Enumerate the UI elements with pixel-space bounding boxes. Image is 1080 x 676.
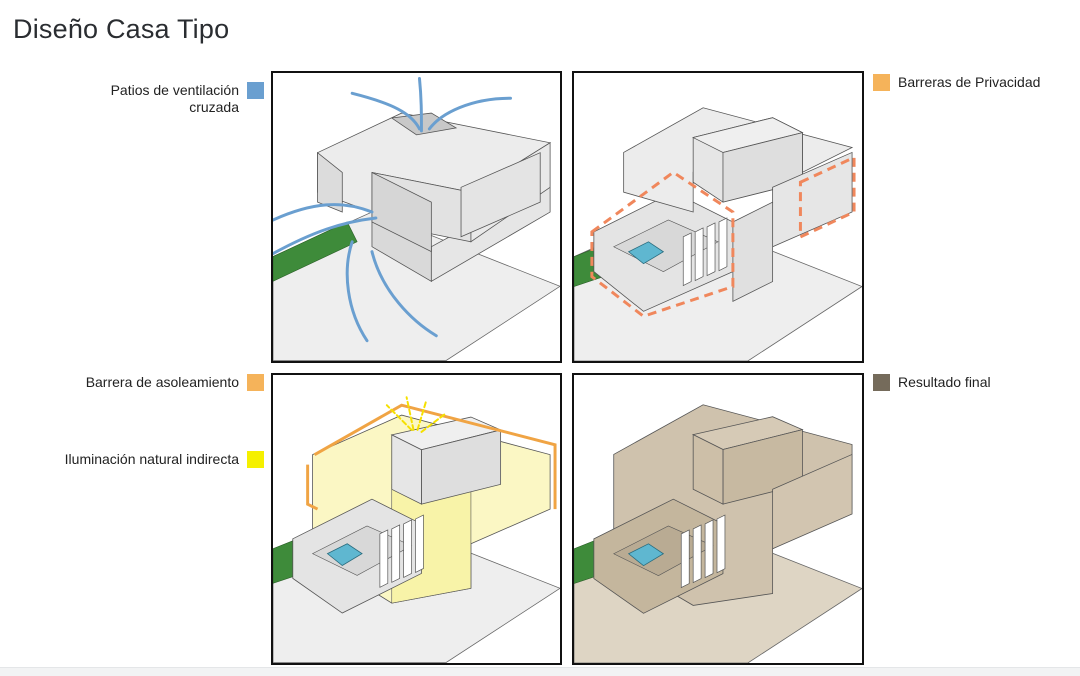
legend-ventilation-swatch: [247, 82, 264, 99]
legend-indirect-light: Iluminación natural indirecta: [30, 451, 264, 468]
legend-final: Resultado final: [873, 374, 991, 391]
legend-privacy-label: Barreras de Privacidad: [898, 74, 1041, 90]
house-model-sun-light: [273, 396, 560, 663]
legend-sun-barrier: Barrera de asoleamiento: [40, 374, 264, 391]
legend-indirect-light-swatch: [247, 451, 264, 468]
legend-indirect-light-label: Iluminación natural indirecta: [64, 451, 239, 467]
diagram-sun-light: [271, 373, 562, 665]
house-model-privacy: [574, 107, 862, 361]
legend-privacy: Barreras de Privacidad: [873, 74, 1040, 91]
legend-ventilation: Patios de ventilación cruzada: [60, 82, 264, 116]
legend-ventilation-label: Patios de ventilación cruzada: [110, 82, 239, 115]
diagram-ventilation: [271, 71, 562, 363]
house-model-final: [574, 404, 862, 663]
legend-sun-barrier-swatch: [247, 374, 264, 391]
legend-final-swatch: [873, 374, 890, 391]
legend-final-label: Resultado final: [898, 374, 991, 390]
house-model-ventilation: [273, 76, 560, 361]
bottom-scrollbar: [0, 667, 1080, 676]
diagram-privacy: [572, 71, 864, 363]
page-title: Diseño Casa Tipo: [13, 14, 230, 44]
legend-privacy-swatch: [873, 74, 890, 91]
legend-sun-barrier-label: Barrera de asoleamiento: [85, 374, 239, 390]
diagram-final: [572, 373, 864, 665]
